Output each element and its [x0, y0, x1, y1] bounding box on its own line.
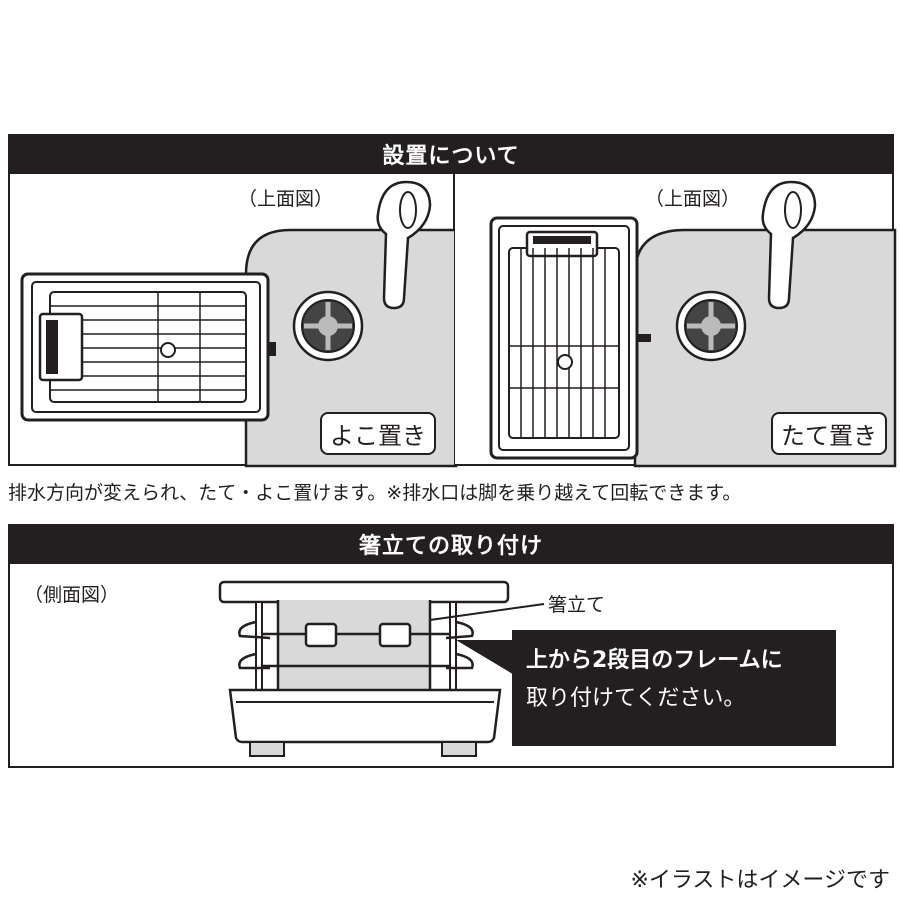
- instruction-callout: 上から2段目のフレームに 取り付けてください。: [512, 630, 836, 746]
- dish-rack-side: [218, 580, 510, 757]
- dish-rack-vertical: [489, 216, 651, 460]
- section-installation-header: 設置について: [8, 134, 894, 174]
- drain-icon: [675, 290, 747, 362]
- illustration-footnote: ※イラストはイメージです: [630, 868, 890, 893]
- top-view-label: （上面図）: [645, 188, 741, 210]
- part-leader-line: [429, 603, 545, 621]
- installation-caption: 排水方向が変えられ、たて・よこ置けます。※排水口は脚を乗り越えて回転できます。: [8, 482, 742, 504]
- callout-pointer: [456, 640, 516, 676]
- chopstick-holder-header: 箸立ての取り付け: [8, 524, 894, 564]
- side-view-label: （側面図）: [24, 584, 120, 606]
- sink-counter: [633, 228, 897, 468]
- horizontal-placement-illustration: [20, 180, 458, 468]
- side-view-illustration: [218, 580, 545, 757]
- top-view-label: （上面図）: [238, 188, 334, 210]
- horizontal-placement-panel: （上面図）: [8, 174, 458, 468]
- side-view-panel: （側面図） 箸立て 上から2段目のフレームに 取り付けてください。: [8, 564, 894, 768]
- dish-rack-horizontal: [20, 272, 276, 422]
- section-installation-title: 設置について: [382, 144, 520, 169]
- chopstick-holder-label: 箸立て: [548, 594, 606, 616]
- vertical-placement-panel: （上面図）: [454, 174, 897, 468]
- vertical-placement-tag: たて置き: [771, 412, 887, 455]
- vertical-placement-illustration: [489, 180, 897, 468]
- callout-line-1: 上から2段目のフレームに: [526, 648, 783, 673]
- drain-icon: [292, 290, 364, 362]
- faucet-icon: [376, 180, 432, 310]
- horizontal-placement-tag: よこ置き: [320, 412, 436, 455]
- chopstick-holder-title: 箸立ての取り付け: [358, 534, 543, 559]
- callout-line-2: 取り付けてください。: [526, 686, 746, 711]
- faucet-icon: [761, 180, 817, 310]
